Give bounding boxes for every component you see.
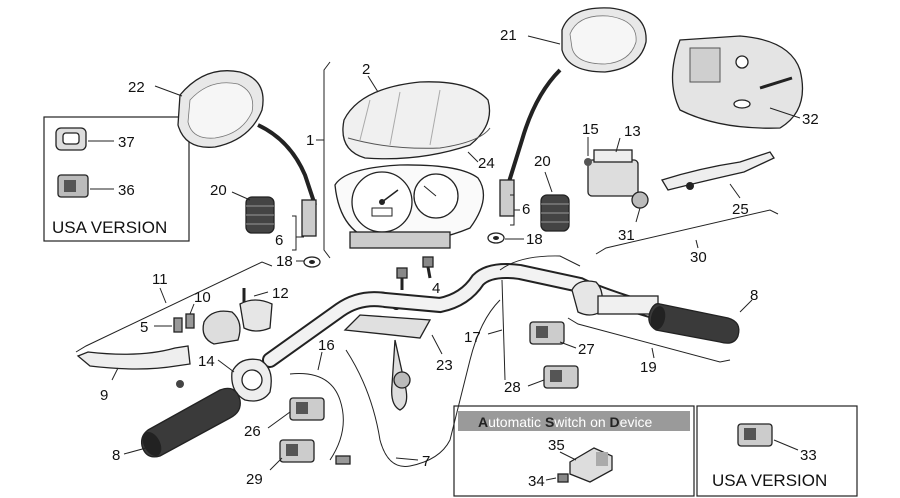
part-33-switch <box>737 423 773 447</box>
label-27: 27 <box>578 341 595 358</box>
label-18-right: 18 <box>526 231 543 248</box>
label-20-left: 20 <box>210 182 227 199</box>
label-8-right: 8 <box>750 287 758 304</box>
label-24: 24 <box>478 155 495 172</box>
usa-version-box-left <box>43 116 190 242</box>
label-14: 14 <box>198 353 215 370</box>
label-31: 31 <box>618 227 635 244</box>
part-7-cable <box>345 299 501 467</box>
asd-a-rest: utomatic <box>488 414 545 430</box>
label-37: 37 <box>118 134 135 151</box>
part-29-switch <box>279 439 315 463</box>
label-1: 1 <box>306 132 314 149</box>
part-34-screw <box>557 473 569 483</box>
label-6-left: 6 <box>275 232 283 249</box>
part-2-dashboard-cover <box>342 81 491 160</box>
asd-s-rest: witch on <box>553 414 609 430</box>
part-3-bolt <box>396 267 408 290</box>
usa-version-box-right <box>696 405 858 497</box>
label-5: 5 <box>140 319 148 336</box>
part-9-clutch-lever <box>76 345 191 388</box>
part-20-rubber-left <box>245 196 275 234</box>
label-11: 11 <box>152 271 168 288</box>
label-30: 30 <box>690 249 707 266</box>
label-19: 19 <box>640 359 657 376</box>
part-21-right-mirror <box>499 7 647 217</box>
usa-version-left-text: USA VERSION <box>52 218 167 237</box>
label-18-left: 18 <box>276 253 293 270</box>
part-22-left-mirror <box>177 70 317 237</box>
part-8-grip-left <box>140 387 241 458</box>
label-17: 17 <box>464 329 481 346</box>
label-13: 13 <box>624 123 641 140</box>
part-10-bolts <box>173 313 195 333</box>
part-throttle-housing <box>571 280 659 316</box>
part-26-switch <box>289 397 325 421</box>
label-20-right: 20 <box>534 153 551 170</box>
part-14-switch-housing <box>231 358 272 402</box>
asd-title: Automatic Switch on Device <box>478 414 653 430</box>
label-33: 33 <box>800 447 817 464</box>
label-21: 21 <box>500 27 517 44</box>
asd-d-rest: evice <box>620 414 653 430</box>
part-24-instrument-panel <box>334 164 485 249</box>
part-18-washer-left <box>303 256 321 268</box>
asd-title-bar <box>458 411 690 431</box>
part-13-master-cylinder <box>587 149 649 209</box>
part-clamp <box>202 310 241 345</box>
part-8-grip-right <box>648 303 740 344</box>
label-28: 28 <box>504 379 521 396</box>
label-12: 12 <box>272 285 289 302</box>
part-36-switch <box>57 174 89 198</box>
label-26: 26 <box>244 423 261 440</box>
label-4: 4 <box>432 280 440 297</box>
label-10: 10 <box>194 289 211 306</box>
label-7: 7 <box>422 453 430 470</box>
part-15-screw <box>584 158 592 166</box>
label-35: 35 <box>548 437 565 454</box>
part-35-sensor <box>569 447 613 483</box>
part-32-housing <box>671 35 804 129</box>
label-6-right: 6 <box>522 201 530 218</box>
label-16: 16 <box>318 337 335 354</box>
asd-box <box>453 405 695 497</box>
part-16-cable <box>289 373 344 461</box>
part-4-bolt <box>422 256 434 279</box>
part-37-cover <box>55 127 87 151</box>
label-2: 2 <box>362 61 370 78</box>
part-25-brake-lever-right <box>661 151 775 191</box>
part-20-rubber-right <box>540 194 570 232</box>
asd-d: D <box>610 414 620 430</box>
label-9: 9 <box>100 387 108 404</box>
part-12-clamp <box>239 288 273 332</box>
label-34: 34 <box>528 473 545 490</box>
label-15: 15 <box>582 121 599 138</box>
part-17-cable <box>499 255 581 271</box>
label-29: 29 <box>246 471 263 488</box>
asd-s: S <box>545 414 554 430</box>
label-32: 32 <box>802 111 819 128</box>
part-28-switch <box>543 365 579 389</box>
label-22: 22 <box>128 79 145 96</box>
label-36: 36 <box>118 182 135 199</box>
part-27-switch <box>529 321 565 345</box>
usa-version-right-text: USA VERSION <box>712 471 827 490</box>
label-25: 25 <box>732 201 749 218</box>
asd-a: A <box>478 414 488 430</box>
label-8-left: 8 <box>112 447 120 464</box>
part-18-washer-right <box>487 232 505 244</box>
label-23: 23 <box>436 357 453 374</box>
